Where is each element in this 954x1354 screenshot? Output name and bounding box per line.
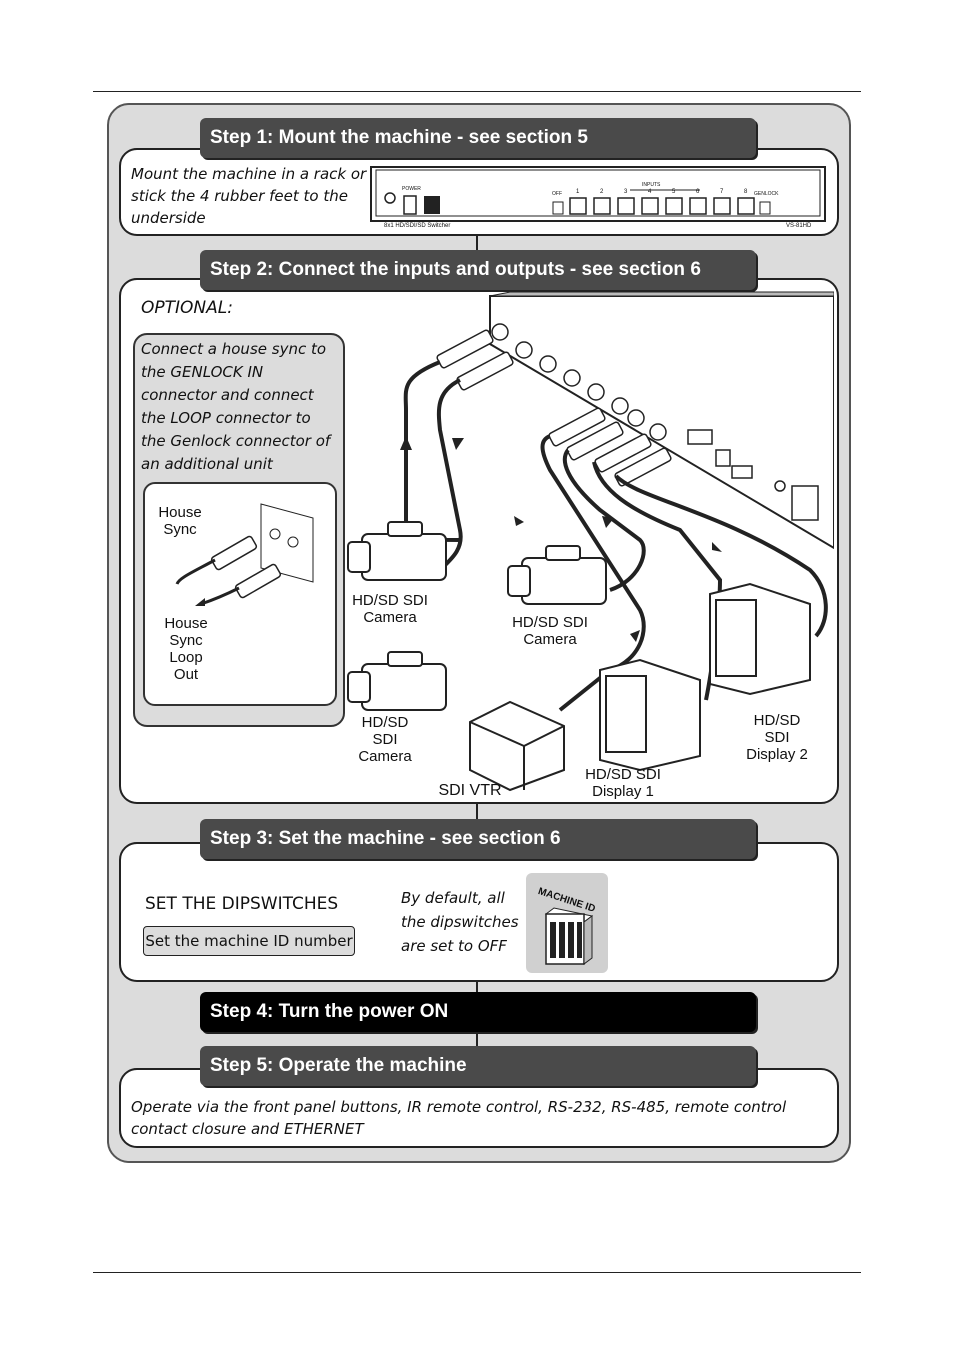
model-label: 8x1 HD/SDI/SD Switcher (384, 223, 451, 229)
input-number-label: 7 (720, 189, 724, 195)
step-connector (476, 800, 478, 822)
dips-heading: SET THE DIPSWITCHES (145, 894, 339, 914)
input-number-label: 4 (648, 189, 652, 195)
house-sync-loop-label: House Sync Loop Out (164, 615, 208, 683)
genlock-label: GENLOCK (754, 191, 779, 197)
input-number-label: 8 (744, 189, 748, 195)
default-text: By default, all the dipswitches are set … (401, 889, 519, 955)
input-number-label: 1 (576, 189, 580, 195)
camera2-label: HD/SD SDI Camera (512, 614, 588, 648)
display1-label: HD/SD SDI Display 1 (585, 766, 661, 800)
connections-diagram (347, 291, 834, 792)
house-sync-label: House Sync (158, 504, 202, 538)
dipswitch-block (544, 907, 594, 965)
input-number-label: 5 (672, 189, 676, 195)
bottom-rule (93, 1272, 861, 1273)
camera1-label: HD/SD SDI Camera (352, 592, 428, 626)
step-connector (476, 1030, 478, 1048)
inputs-label: INPUTS (642, 182, 661, 188)
input-number-label: 2 (600, 189, 604, 195)
power-label: POWER (402, 186, 421, 192)
step1-text: Mount the machine in a rack or stick the… (131, 165, 367, 227)
step4-title: Step 4: Turn the power ON (200, 992, 756, 1032)
house-sync-connectors (175, 503, 314, 606)
dips-box: Set the machine ID number (143, 926, 355, 956)
step-connector (476, 978, 478, 994)
input-number-label: 3 (624, 189, 628, 195)
step1-title: Step 1: Mount the machine - see section … (200, 118, 756, 158)
step2-title: Step 2: Connect the inputs and outputs -… (200, 250, 756, 290)
vtr-label: SDI VTR (438, 782, 502, 799)
step5-text: Operate via the front panel buttons, IR … (131, 1098, 787, 1138)
camera3-label: HD/SD SDI Camera (358, 714, 412, 765)
step5-title: Step 5: Operate the machine (200, 1046, 756, 1086)
input-number-label: 6 (696, 189, 700, 195)
switcher-front-panel (370, 166, 826, 222)
step3-panel (119, 842, 839, 982)
step-connector (476, 232, 478, 254)
model-code: VS-81HD (786, 223, 812, 229)
display2-label: HD/SD SDI Display 2 (746, 712, 808, 763)
optional-label: OPTIONAL: (141, 298, 233, 318)
off-label: OFF (552, 191, 562, 197)
step3-title: Step 3: Set the machine - see section 6 (200, 819, 756, 859)
genlock-text: Connect a house sync to the GENLOCK IN c… (141, 340, 331, 473)
top-rule (93, 91, 861, 92)
